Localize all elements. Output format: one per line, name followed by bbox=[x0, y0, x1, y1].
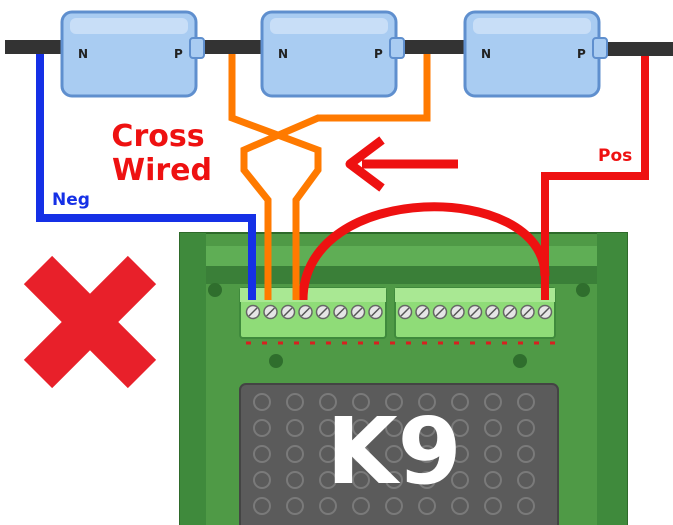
perforation-dot bbox=[418, 393, 436, 411]
perforation-dot bbox=[253, 497, 271, 515]
perforation-dot bbox=[451, 445, 469, 463]
terminal-screw-slot bbox=[335, 307, 346, 317]
sensor-1-pos-label: P bbox=[174, 47, 183, 61]
arrow-left-icon bbox=[345, 136, 458, 192]
terminal-block-right bbox=[394, 287, 556, 339]
perforation-dot bbox=[352, 471, 370, 489]
terminal-block-left bbox=[239, 287, 387, 339]
perforation-dot bbox=[286, 393, 304, 411]
cross-label-line1: Cross bbox=[111, 119, 204, 154]
k9-module: K9 bbox=[239, 383, 559, 525]
k9-label: K9 bbox=[326, 398, 461, 505]
cross-label-line2: Wired bbox=[112, 153, 212, 188]
terminal-screw-slot bbox=[540, 307, 550, 317]
sensor-2: N P bbox=[260, 10, 405, 98]
perforation-dot bbox=[385, 471, 403, 489]
perforation-dot bbox=[517, 393, 535, 411]
perforation-dot bbox=[385, 393, 403, 411]
perforation-dot bbox=[484, 393, 502, 411]
perforation-dot bbox=[484, 419, 502, 437]
pos-wire bbox=[541, 56, 649, 300]
perforation-dot bbox=[286, 497, 304, 515]
perforation-dot bbox=[352, 419, 370, 437]
sensor-3-pos-label: P bbox=[577, 47, 586, 61]
perforation-dot bbox=[385, 419, 403, 437]
perforation-dot bbox=[517, 419, 535, 437]
terminal-screw-slot bbox=[318, 307, 328, 317]
terminal-screw-slot bbox=[452, 307, 463, 317]
perforation-dot bbox=[517, 445, 535, 463]
terminal-screw-slot bbox=[435, 307, 445, 317]
perforation-dot bbox=[286, 471, 304, 489]
terminal-screw-slot bbox=[248, 307, 258, 317]
perforation-dot bbox=[484, 471, 502, 489]
perforation-dot bbox=[418, 471, 436, 489]
perforation-dot bbox=[286, 419, 304, 437]
perforation-dot bbox=[451, 419, 469, 437]
perforation-dot bbox=[484, 497, 502, 515]
perforation-dot bbox=[517, 497, 535, 515]
terminal-screw-slot bbox=[283, 307, 293, 317]
terminal-screw-slot bbox=[522, 307, 533, 317]
x-mark-icon bbox=[23, 255, 157, 389]
perforation-dot bbox=[352, 393, 370, 411]
perforation-dot bbox=[319, 497, 337, 515]
perforation-dot bbox=[253, 471, 271, 489]
perforation-dot bbox=[418, 497, 436, 515]
sensor-3-neg-label: N bbox=[481, 47, 491, 61]
perforation-dot bbox=[253, 445, 271, 463]
perforation-dot bbox=[352, 445, 370, 463]
perforation-dot bbox=[319, 471, 337, 489]
perforation-dot bbox=[319, 419, 337, 437]
perforation-dot bbox=[451, 393, 469, 411]
sensor-3: N P bbox=[463, 10, 608, 98]
terminal-screw-slot bbox=[417, 307, 428, 317]
perforation-dot bbox=[418, 419, 436, 437]
sensor-2-pos-label: P bbox=[374, 47, 383, 61]
perforation-dot bbox=[451, 497, 469, 515]
perforation-dot bbox=[451, 471, 469, 489]
sensor-2-neg-label: N bbox=[278, 47, 288, 61]
perforation-dot bbox=[253, 393, 271, 411]
terminal-screw-slot bbox=[370, 307, 381, 317]
perforation-dot bbox=[385, 445, 403, 463]
jumper-wire bbox=[298, 202, 550, 301]
perforation-dot bbox=[385, 497, 403, 515]
terminal-screw-slot bbox=[400, 307, 410, 317]
perforation-dot bbox=[418, 445, 436, 463]
perforation-dot bbox=[286, 445, 304, 463]
neg-wire bbox=[36, 54, 256, 300]
terminal-screw-slot bbox=[300, 307, 311, 317]
terminal-screw-slot bbox=[487, 307, 498, 317]
sensor-1-neg-label: N bbox=[78, 47, 88, 61]
terminal-screw-slot bbox=[353, 307, 363, 317]
perforation-dot bbox=[484, 445, 502, 463]
terminal-screw-slot bbox=[265, 307, 276, 317]
perforation-dot bbox=[319, 393, 337, 411]
perforation-dot bbox=[352, 497, 370, 515]
module-perforation bbox=[253, 393, 535, 515]
sensor-cable bbox=[5, 40, 673, 56]
terminal-screw-slot bbox=[470, 307, 480, 317]
neg-label: Neg bbox=[52, 190, 90, 210]
sensor-1: N P bbox=[60, 10, 205, 98]
perforation-dot bbox=[253, 419, 271, 437]
perforation-dot bbox=[517, 471, 535, 489]
perforation-dot bbox=[319, 445, 337, 463]
cross-wire bbox=[228, 54, 431, 300]
pos-label: Pos bbox=[598, 146, 632, 166]
terminal-screw-slot bbox=[505, 307, 515, 317]
